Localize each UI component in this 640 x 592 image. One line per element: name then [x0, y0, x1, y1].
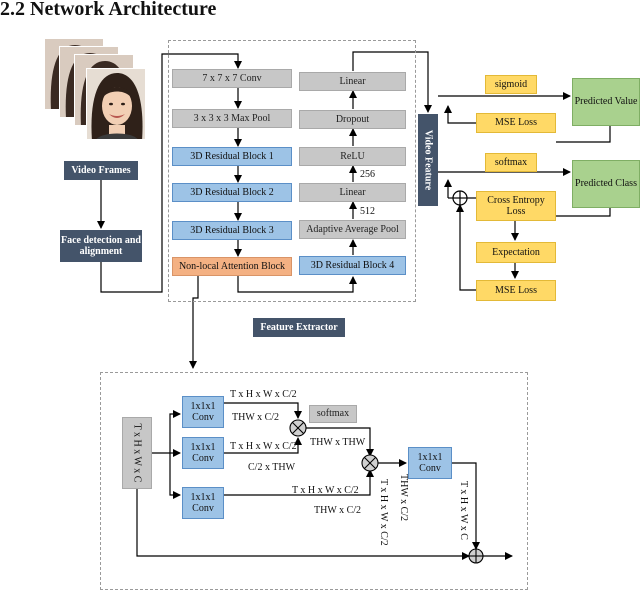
conv-1x1-output: 1x1x1 Conv — [408, 447, 452, 479]
branch-2-dims: T x H x W x C/2 — [230, 441, 297, 452]
branch-2-reshape: C/2 x THW — [248, 462, 296, 473]
branch-1-dims: T x H x W x C/2 — [230, 389, 297, 400]
output-dims: T x H x W x C — [458, 481, 469, 540]
linear-block-middle: Linear — [299, 183, 406, 202]
video-frames-label: Video Frames — [64, 161, 138, 180]
video-feature-block: Video Feature — [418, 114, 438, 206]
adaptive-pool-block: Adaptive Average Pool — [299, 220, 406, 239]
feature-extractor-region — [168, 40, 416, 302]
max-pool-block: 3 x 3 x 3 Max Pool — [172, 109, 292, 128]
input-tensor-box: T x H x W x C — [122, 417, 152, 489]
residual-block-4: 3D Residual Block 4 — [299, 256, 406, 275]
cross-entropy-loss-box: Cross Entropy Loss — [476, 191, 556, 221]
affinity-dims: THW x THW — [310, 437, 366, 448]
conv-1x1-branch-3: 1x1x1 Conv — [182, 487, 224, 519]
section-heading: 2.2 Network Architecture — [0, 0, 217, 20]
softmax-block-head: softmax — [485, 153, 537, 172]
linear-block-top: Linear — [299, 72, 406, 91]
video-feature-label: Video Feature — [422, 129, 434, 191]
expectation-box: Expectation — [476, 242, 556, 263]
non-local-detail-region — [100, 372, 528, 590]
dim-label-512: 512 — [360, 206, 375, 217]
mult-out-dims: T x H x W x C/2 — [378, 479, 389, 546]
predicted-value-box: Predicted Value — [572, 78, 640, 126]
dropout-block: Dropout — [299, 110, 406, 129]
sigmoid-block: sigmoid — [485, 75, 537, 94]
softmax-block-attention: softmax — [309, 405, 357, 423]
sum-operator-residual — [468, 548, 484, 564]
sum-operator-class — [452, 190, 468, 206]
face-detection-label: Face detection and alignment — [60, 230, 142, 262]
mse-loss-top: MSE Loss — [476, 113, 556, 133]
input-tensor-dims: T x H x W x C — [131, 423, 143, 483]
branch-3-dims: T x H x W x C/2 — [292, 485, 359, 496]
mse-loss-bottom: MSE Loss — [476, 280, 556, 301]
multiply-operator-output — [361, 454, 379, 472]
non-local-attention-block: Non-local Attention Block — [172, 257, 292, 276]
branch-3-reshape: THW x C/2 — [314, 505, 362, 516]
predicted-class-box: Predicted Class — [572, 160, 640, 208]
dim-label-256: 256 — [360, 169, 375, 180]
conv-1x1-branch-2: 1x1x1 Conv — [182, 437, 224, 469]
mult-out-reshape: THW x C/2 — [398, 474, 409, 522]
feature-extractor-label: Feature Extractor — [253, 318, 345, 337]
residual-block-3: 3D Residual Block 3 — [172, 221, 292, 240]
face-photo-main — [86, 68, 146, 140]
branch-1-reshape: THW x C/2 — [232, 412, 280, 423]
multiply-operator-affinity — [289, 419, 307, 437]
conv-block: 7 x 7 x 7 Conv — [172, 69, 292, 88]
residual-block-1: 3D Residual Block 1 — [172, 147, 292, 166]
relu-block: ReLU — [299, 147, 406, 166]
conv-1x1-branch-1: 1x1x1 Conv — [182, 396, 224, 428]
residual-block-2: 3D Residual Block 2 — [172, 183, 292, 202]
